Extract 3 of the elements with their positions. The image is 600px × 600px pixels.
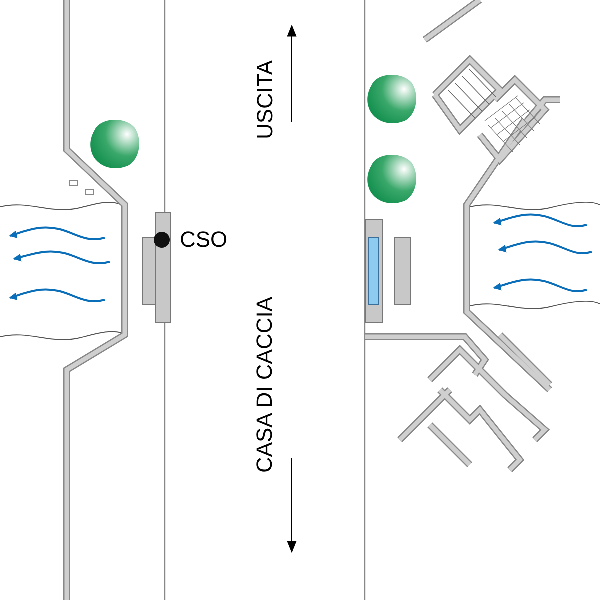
direction-label: USCITA bbox=[254, 60, 276, 140]
direction-label: CASA DI CACCIA bbox=[254, 296, 276, 474]
callout-label: CSO bbox=[180, 229, 228, 251]
